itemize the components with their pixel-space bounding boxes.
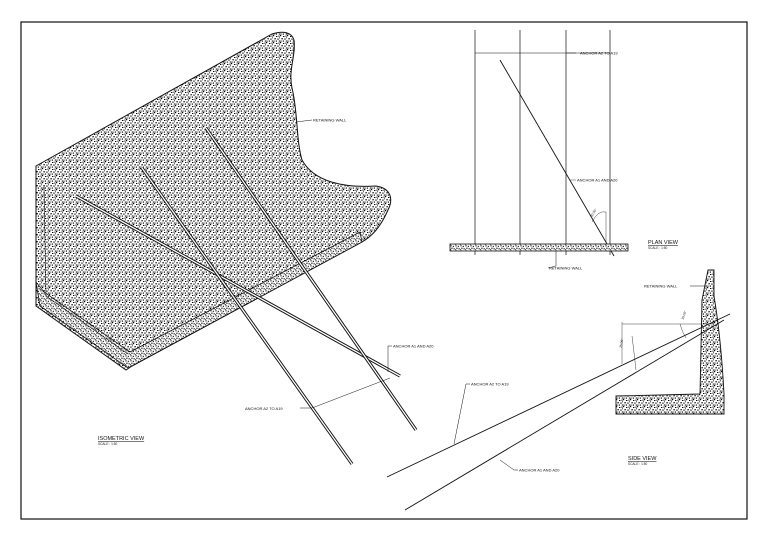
callout-anchor-a2-a19-iso: ANCHOR A2 TO A19	[245, 406, 283, 411]
callout-anchor-a1-a20-iso: ANCHOR A1 AND A20	[393, 344, 434, 349]
anchor-line-side	[404, 319, 725, 511]
side-angle-dimension-b: 25.00°	[619, 338, 625, 349]
iso-view-title: ISOMETRIC VIEW	[98, 436, 145, 442]
anchor-rods-isometric	[75, 127, 418, 465]
sheet-border	[20, 21, 748, 520]
retaining-wall-side	[615, 269, 725, 415]
callout-retaining-wall-side: RETAINING WALL	[644, 284, 678, 289]
retaining-wall-isometric	[35, 31, 392, 371]
callout-anchor-a2-a19-plan: ANCHOR A2 TO A19	[580, 51, 618, 56]
wall-base-slab	[35, 231, 363, 369]
side-angle-dimension-a: 15.00°	[680, 309, 687, 320]
plan-view-scale: SCALE : 1:50	[648, 246, 668, 250]
iso-view-scale: SCALE : 1:50	[98, 442, 118, 446]
callout-anchor-a2-a19-side: ANCHOR A2 TO A19	[471, 382, 509, 387]
anchor-line-side	[386, 313, 731, 478]
side-view-title: SIDE VIEW	[628, 456, 657, 462]
callout-anchor-a1-a20-plan: ANCHOR A1 AND A20	[577, 178, 618, 183]
plan-view-title: PLAN VIEW	[648, 240, 679, 246]
plan-angle-dimension: 30.00°	[589, 207, 598, 218]
plan-view: ANCHOR A2 TO A19 ANCHOR A1 AND A20 30.00…	[449, 30, 679, 271]
isometric-view: RETAINING WALL ANCHOR A1 AND A20 ANCHOR …	[35, 31, 434, 465]
callout-retaining-wall-iso: RETAINING WALL	[313, 118, 347, 123]
retaining-wall-plan	[449, 243, 629, 252]
callout-anchor-a1-a20-side: ANCHOR A1 AND A20	[519, 468, 560, 473]
side-view: RETAINING WALL 15.00° 25.00° ANCHOR A2 T…	[386, 269, 731, 511]
anchor-line-plan	[499, 59, 615, 257]
callout-retaining-wall-plan: RETAINING WALL	[549, 266, 583, 271]
side-view-scale: SCALE : 1:50	[628, 462, 648, 466]
